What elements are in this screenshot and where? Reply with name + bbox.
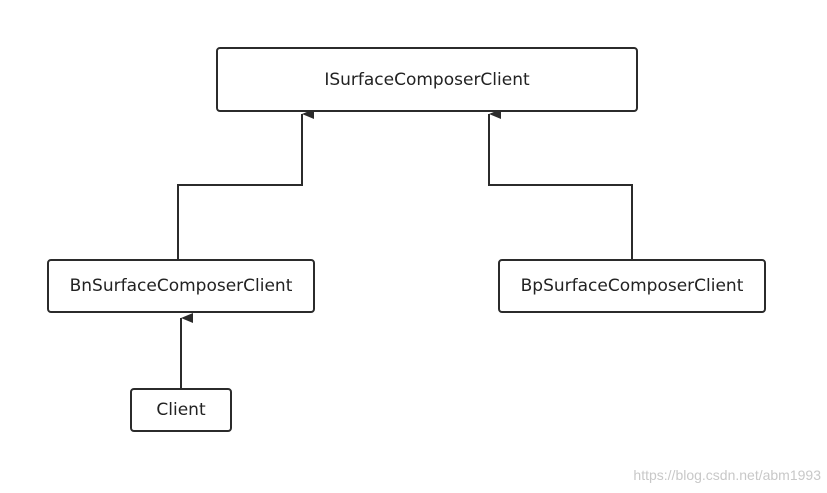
edge-bp-to-isurface — [488, 109, 633, 259]
node-label-bpsurfacecomposerclient: BpSurfaceComposerClient — [520, 276, 744, 296]
edge-bn-to-isurface — [177, 109, 314, 259]
node-label-client: Client — [156, 400, 206, 420]
node-isurfacecomposerclient: ISurfaceComposerClient — [216, 47, 638, 112]
node-bnsurfacecomposerclient: BnSurfaceComposerClient — [47, 259, 315, 313]
node-client: Client — [130, 388, 232, 432]
watermark-text: https://blog.csdn.net/abm1993 — [633, 467, 821, 483]
node-bpsurfacecomposerclient: BpSurfaceComposerClient — [498, 259, 766, 313]
node-label-bnsurfacecomposerclient: BnSurfaceComposerClient — [69, 276, 293, 296]
node-label-isurfacecomposerclient: ISurfaceComposerClient — [324, 69, 530, 90]
